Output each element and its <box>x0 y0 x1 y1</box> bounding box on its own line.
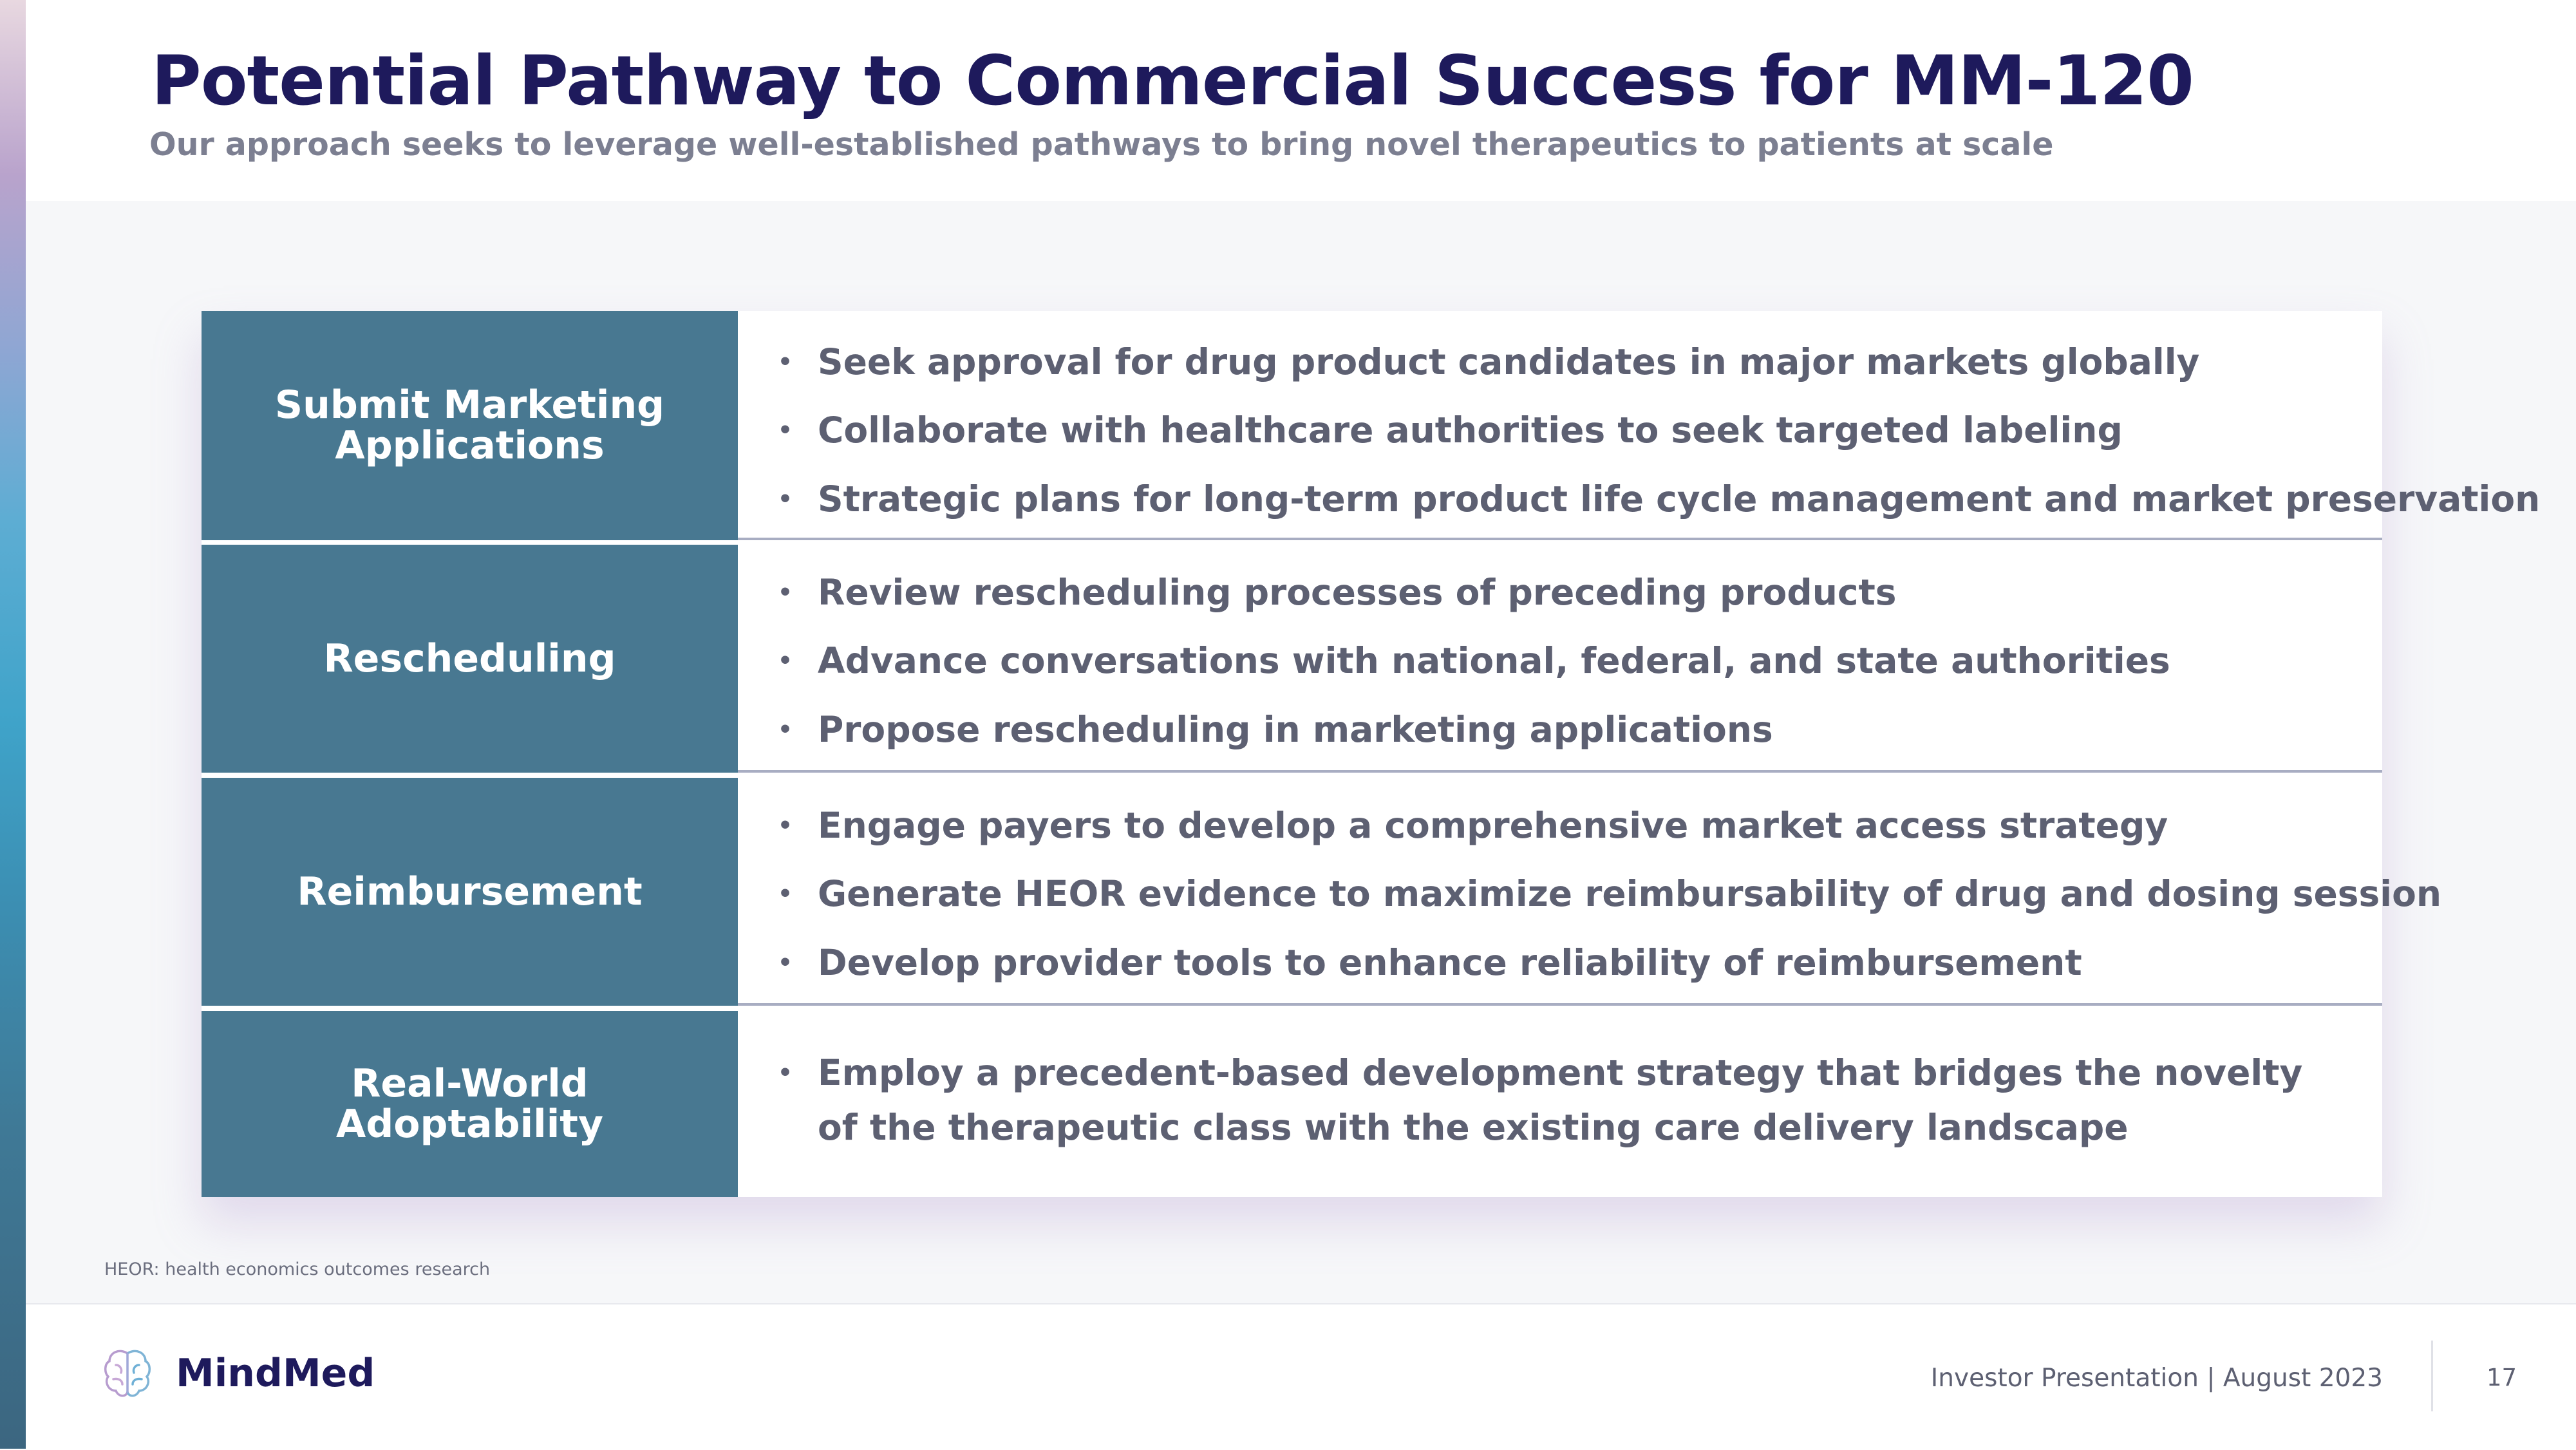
bullet-dot: • <box>778 579 793 606</box>
row-label: Submit Marketing Applications <box>274 382 665 468</box>
row-divider <box>738 770 2382 773</box>
row-divider <box>738 538 2382 540</box>
table-row: Rescheduling • Review rescheduling proce… <box>202 545 2382 773</box>
row-label: Reimbursement <box>297 869 643 914</box>
bullet-dot: • <box>778 717 793 743</box>
bullet-dot: • <box>778 1060 793 1086</box>
bullet-dot: • <box>778 950 793 976</box>
row-label-cell: Rescheduling <box>202 545 738 773</box>
bullet-dot: • <box>778 648 793 674</box>
bullet-dot: • <box>778 486 793 513</box>
bullet-dot: • <box>778 349 793 375</box>
page-number: 17 <box>2487 1364 2517 1391</box>
bullet-dot: • <box>778 417 793 444</box>
footer-divider <box>2431 1341 2433 1411</box>
row-divider <box>738 1003 2382 1006</box>
row-label-cell: Submit Marketing Applications <box>202 311 738 540</box>
slide-subtitle: Our approach seeks to leverage well-esta… <box>149 126 2054 163</box>
table-row: Reimbursement • Engage payers to develop… <box>202 778 2441 1006</box>
brain-icon <box>104 1350 151 1397</box>
brand-name: MindMed <box>176 1351 375 1396</box>
row-label-cell: Real-World Adoptability <box>202 1011 738 1197</box>
slide-footer <box>26 1303 2576 1450</box>
left-gradient-stripe <box>0 0 26 1449</box>
table-row: Submit Marketing Applications • Seek app… <box>202 311 2540 540</box>
footnote: HEOR: health economics outcomes research <box>104 1259 491 1279</box>
row-label: Real-World Adoptability <box>335 1060 604 1147</box>
slide-header <box>26 0 2576 201</box>
table-row: Real-World Adoptability • Employ a prece… <box>202 1011 2382 1197</box>
pathway-table: Submit Marketing Applications • Seek app… <box>202 311 2540 1197</box>
presentation-info: Investor Presentation | August 2023 <box>1930 1364 2383 1393</box>
bullet-dot: • <box>778 881 793 907</box>
row-label: Rescheduling <box>323 636 616 681</box>
row-label-cell: Reimbursement <box>202 778 738 1006</box>
slide-title: Potential Pathway to Commercial Success … <box>151 41 2194 120</box>
bullet-dot: • <box>778 813 793 839</box>
